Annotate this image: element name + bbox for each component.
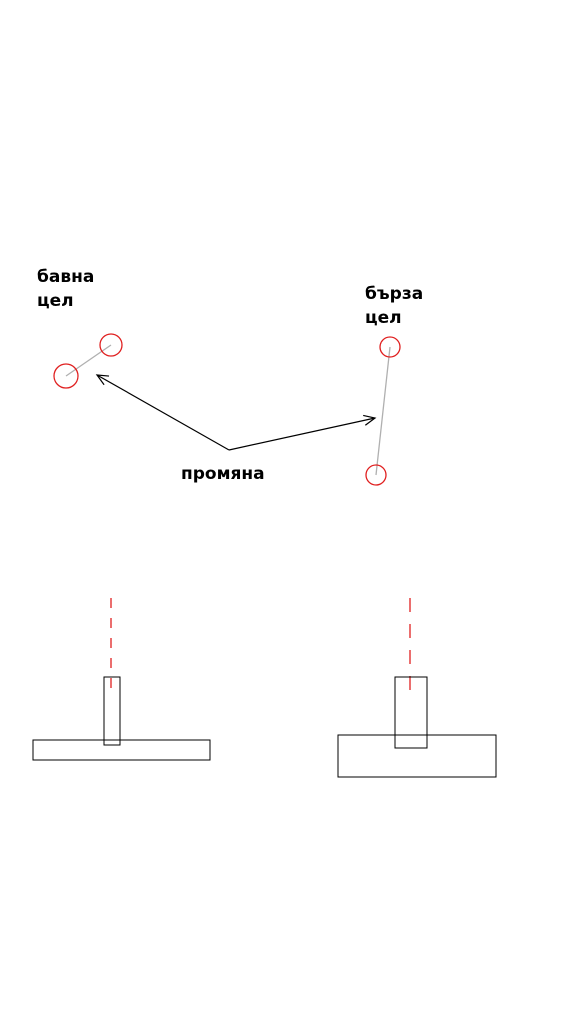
right-plate [337, 734, 497, 778]
change-arrow-right [228, 414, 377, 451]
left-plate [32, 739, 211, 761]
fast-target-circle-top [379, 336, 401, 358]
slow-target-circle-left [53, 363, 79, 389]
fast-target-connector [375, 346, 391, 476]
fast-target-circle-bottom [365, 464, 387, 486]
slow-target-circle-right [99, 333, 123, 357]
change-arrow-left [95, 374, 230, 451]
right-post [394, 676, 428, 749]
change-label: промяна [181, 464, 265, 484]
fast-target-label-line1: бърза [365, 284, 424, 304]
slow-target-connector [65, 344, 112, 377]
fast-target-label-line2: цел [365, 308, 402, 328]
slow-target-label-line2: цел [37, 291, 74, 311]
left-post [103, 676, 121, 746]
slow-target-label-line1: бавна [37, 267, 95, 287]
